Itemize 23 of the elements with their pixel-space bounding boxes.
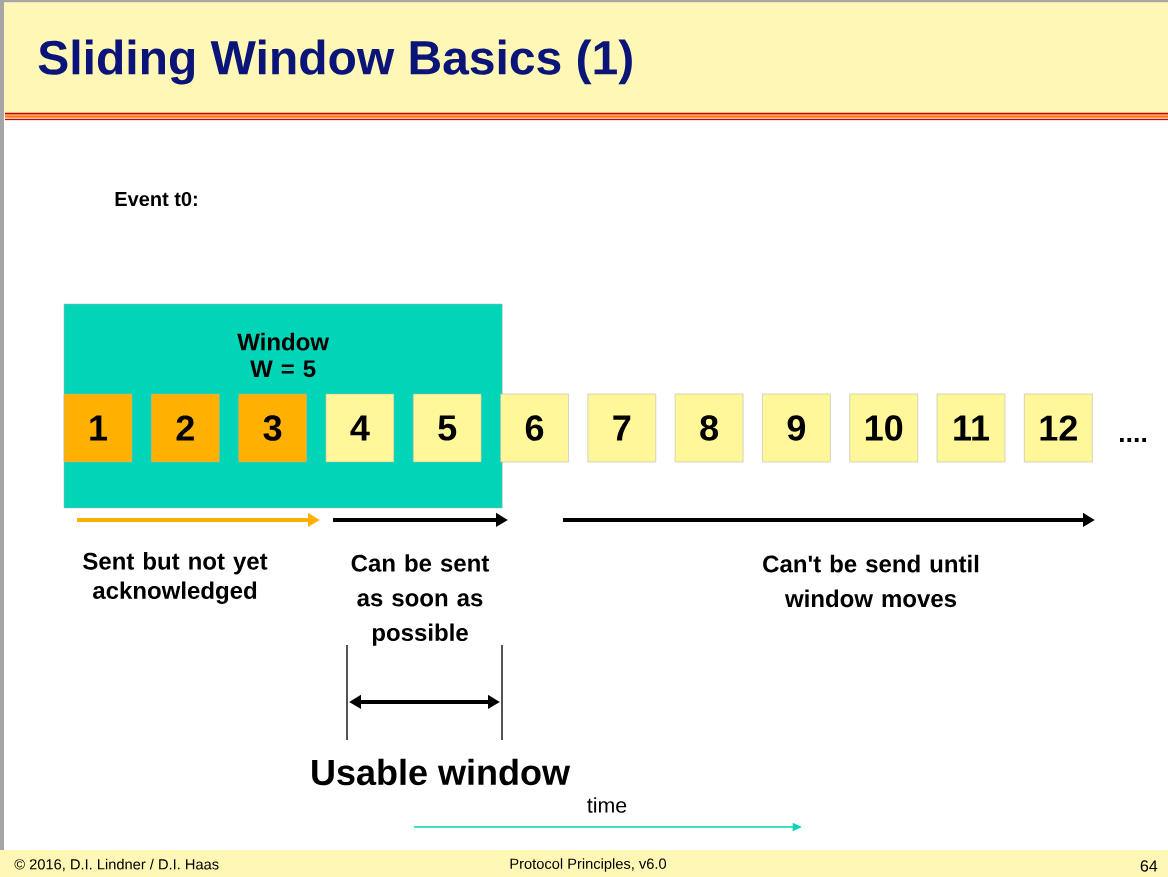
annotation-text: Can't be send until window moves xyxy=(763,554,979,608)
packet-box: 11 xyxy=(936,393,1006,463)
packet-box: 12 xyxy=(1024,393,1093,463)
packet-box: 7 xyxy=(587,393,657,463)
packet-box: 3 xyxy=(238,393,307,463)
packet-box: 9 xyxy=(762,393,831,463)
page-number: 64 xyxy=(1140,860,1158,872)
packet-box: 2 xyxy=(151,393,220,463)
annotation-text: Can be sent as soon as possible xyxy=(351,554,490,646)
packet-box: 8 xyxy=(674,393,744,463)
packet-box: 10 xyxy=(849,393,918,463)
ellipsis: .... xyxy=(1120,438,1146,442)
packet-box: 4 xyxy=(325,393,395,463)
packet-box: 5 xyxy=(412,393,482,463)
event-label: Event t0: xyxy=(115,191,197,207)
footer-text: © 2016, D.I. Lindner / D.I. Haas xyxy=(14,858,219,872)
annotation-text: Sent but not yet acknowledged xyxy=(83,552,268,604)
footer-text: Protocol Principles, v6.0 xyxy=(510,858,667,872)
packet-box: 6 xyxy=(500,393,569,463)
slide-title: Sliding Window Basics (1) xyxy=(38,39,632,85)
packet-box: 1 xyxy=(63,393,133,463)
dimension-label: Usable window xyxy=(312,758,571,786)
axis-label: time xyxy=(587,797,627,813)
